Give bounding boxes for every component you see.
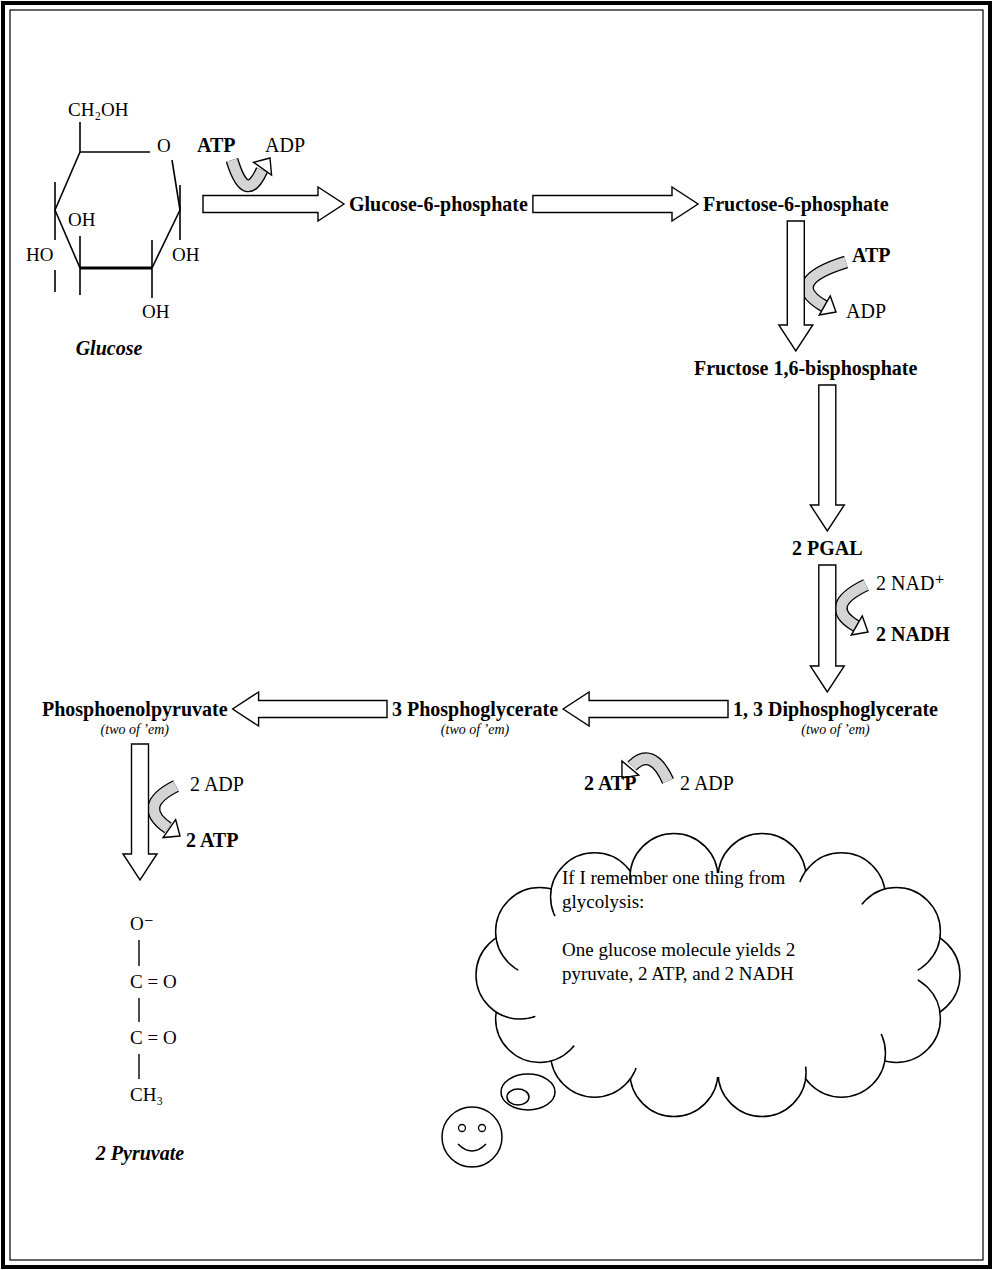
metabolite-name: Fructose-6-phosphate (703, 192, 889, 216)
process-arrow (563, 692, 728, 726)
cofactor-label: 2 ADP (190, 772, 244, 796)
process-arrow (533, 187, 698, 221)
atom-label: OH (142, 300, 169, 324)
metabolite-name: Glucose (76, 336, 143, 360)
metabolite: 3 Phosphoglycerate(two of ’em) (392, 697, 558, 739)
count-note: (two of ’em) (392, 721, 558, 739)
metabolite-name: Glucose-6-phosphate (349, 192, 528, 216)
process-arrow (203, 187, 344, 221)
metabolite-name: 2 Pyruvate (96, 1141, 184, 1165)
molecule: Glucose (20, 95, 198, 360)
atom-label: CH₂OH (68, 98, 128, 122)
process-arrow (810, 385, 844, 531)
count-note: (two of ’em) (42, 721, 228, 739)
atom-label: C = O (130, 970, 177, 994)
note-text: If I remember one thing from glycolysis: (562, 866, 862, 914)
cofactor-label: 2 ATP (186, 828, 238, 852)
cofactor-label: 2 NADH (876, 622, 950, 646)
thought-text: If I remember one thing from glycolysis:… (562, 866, 862, 986)
atom-label: O (157, 134, 171, 158)
cofactor-label: 2 ADP (680, 771, 734, 795)
pyruvate-structure (138, 940, 139, 1079)
metabolite: 2 PGAL (792, 536, 863, 560)
thought-cloud (442, 834, 960, 1167)
metabolite-name: 2 PGAL (792, 536, 863, 560)
atom-label: CH₃ (130, 1083, 163, 1107)
metabolite: Fructose-6-phosphate (703, 192, 889, 216)
atom-label: O⁻ (130, 912, 154, 936)
metabolite: Phosphoenolpyruvate(two of ’em) (42, 697, 228, 739)
atom-label: OH (172, 243, 199, 267)
metabolite: Glucose-6-phosphate (349, 192, 528, 216)
cofactor-label: ADP (846, 299, 886, 323)
metabolite-name: Phosphoenolpyruvate (42, 697, 228, 721)
atom-label: OH (68, 208, 95, 232)
atom-label: C = O (130, 1026, 177, 1050)
metabolite: Fructose 1,6-bisphosphate (694, 356, 917, 380)
glucose-structure (55, 122, 180, 298)
cofactor-label: ATP (197, 133, 236, 157)
process-arrow (123, 744, 157, 880)
process-arrow (233, 692, 387, 726)
metabolite: 1, 3 Diphosphoglycerate(two of ’em) (733, 697, 938, 739)
metabolite-name: 3 Phosphoglycerate (392, 697, 558, 721)
process-arrow (779, 221, 813, 351)
atom-label: HO (26, 243, 53, 267)
cofactor-label: 2 NAD⁺ (876, 571, 945, 595)
count-note: (two of ’em) (733, 721, 938, 739)
cofactor-label: ATP (852, 243, 891, 267)
cofactor-label: ADP (265, 133, 305, 157)
note-text: One glucose molecule yields 2 pyruvate, … (562, 938, 862, 986)
cofactor-label: 2 ATP (584, 771, 636, 795)
process-arrow (810, 565, 844, 692)
metabolite-name: Fructose 1,6-bisphosphate (694, 356, 917, 380)
metabolite-name: 1, 3 Diphosphoglycerate (733, 697, 938, 721)
